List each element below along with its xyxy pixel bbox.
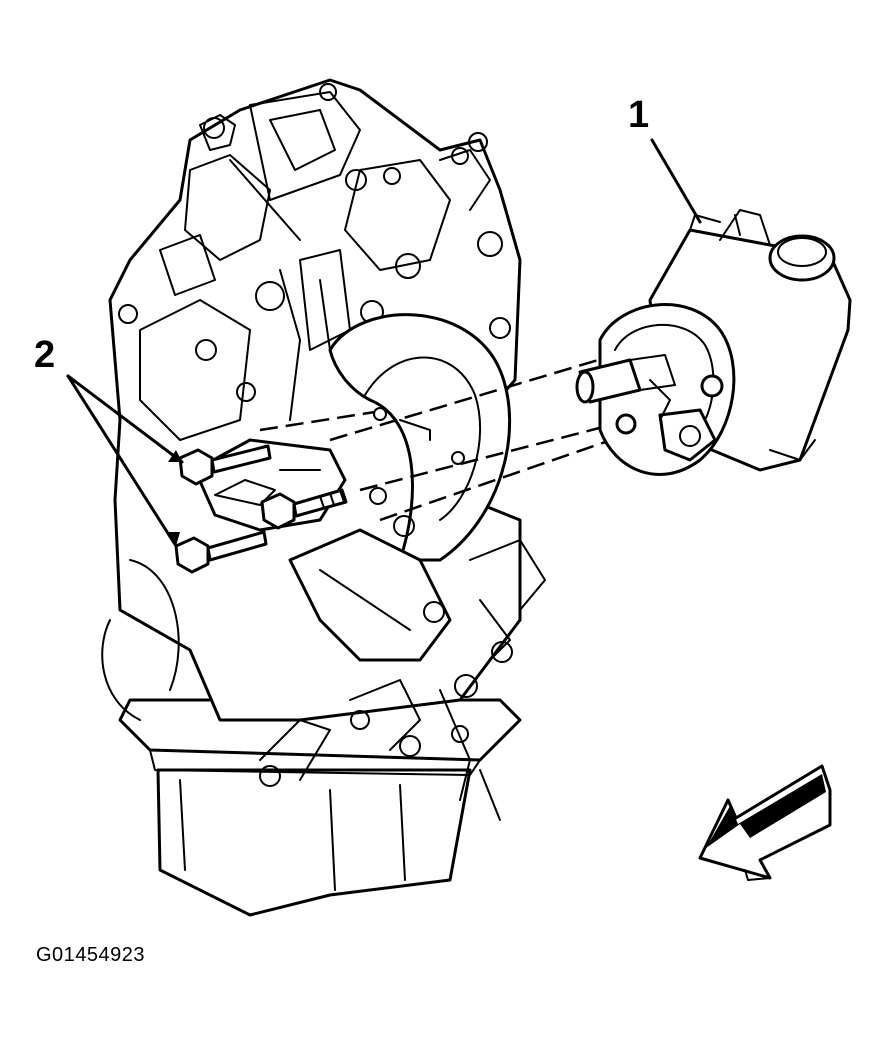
alignment-lines bbox=[259, 356, 641, 522]
mounting-bolt bbox=[174, 530, 268, 574]
mounting-bolt bbox=[178, 444, 272, 486]
front-direction-arrow-icon bbox=[698, 764, 832, 881]
callout-leader-lines bbox=[66, 138, 702, 548]
callout-label-bolts: 2 bbox=[34, 334, 56, 376]
callout-label-pump: 1 bbox=[628, 94, 650, 136]
figure-id: G01454923 bbox=[36, 944, 146, 966]
power-steering-pump bbox=[575, 209, 852, 476]
mounting-bolt bbox=[260, 488, 348, 530]
